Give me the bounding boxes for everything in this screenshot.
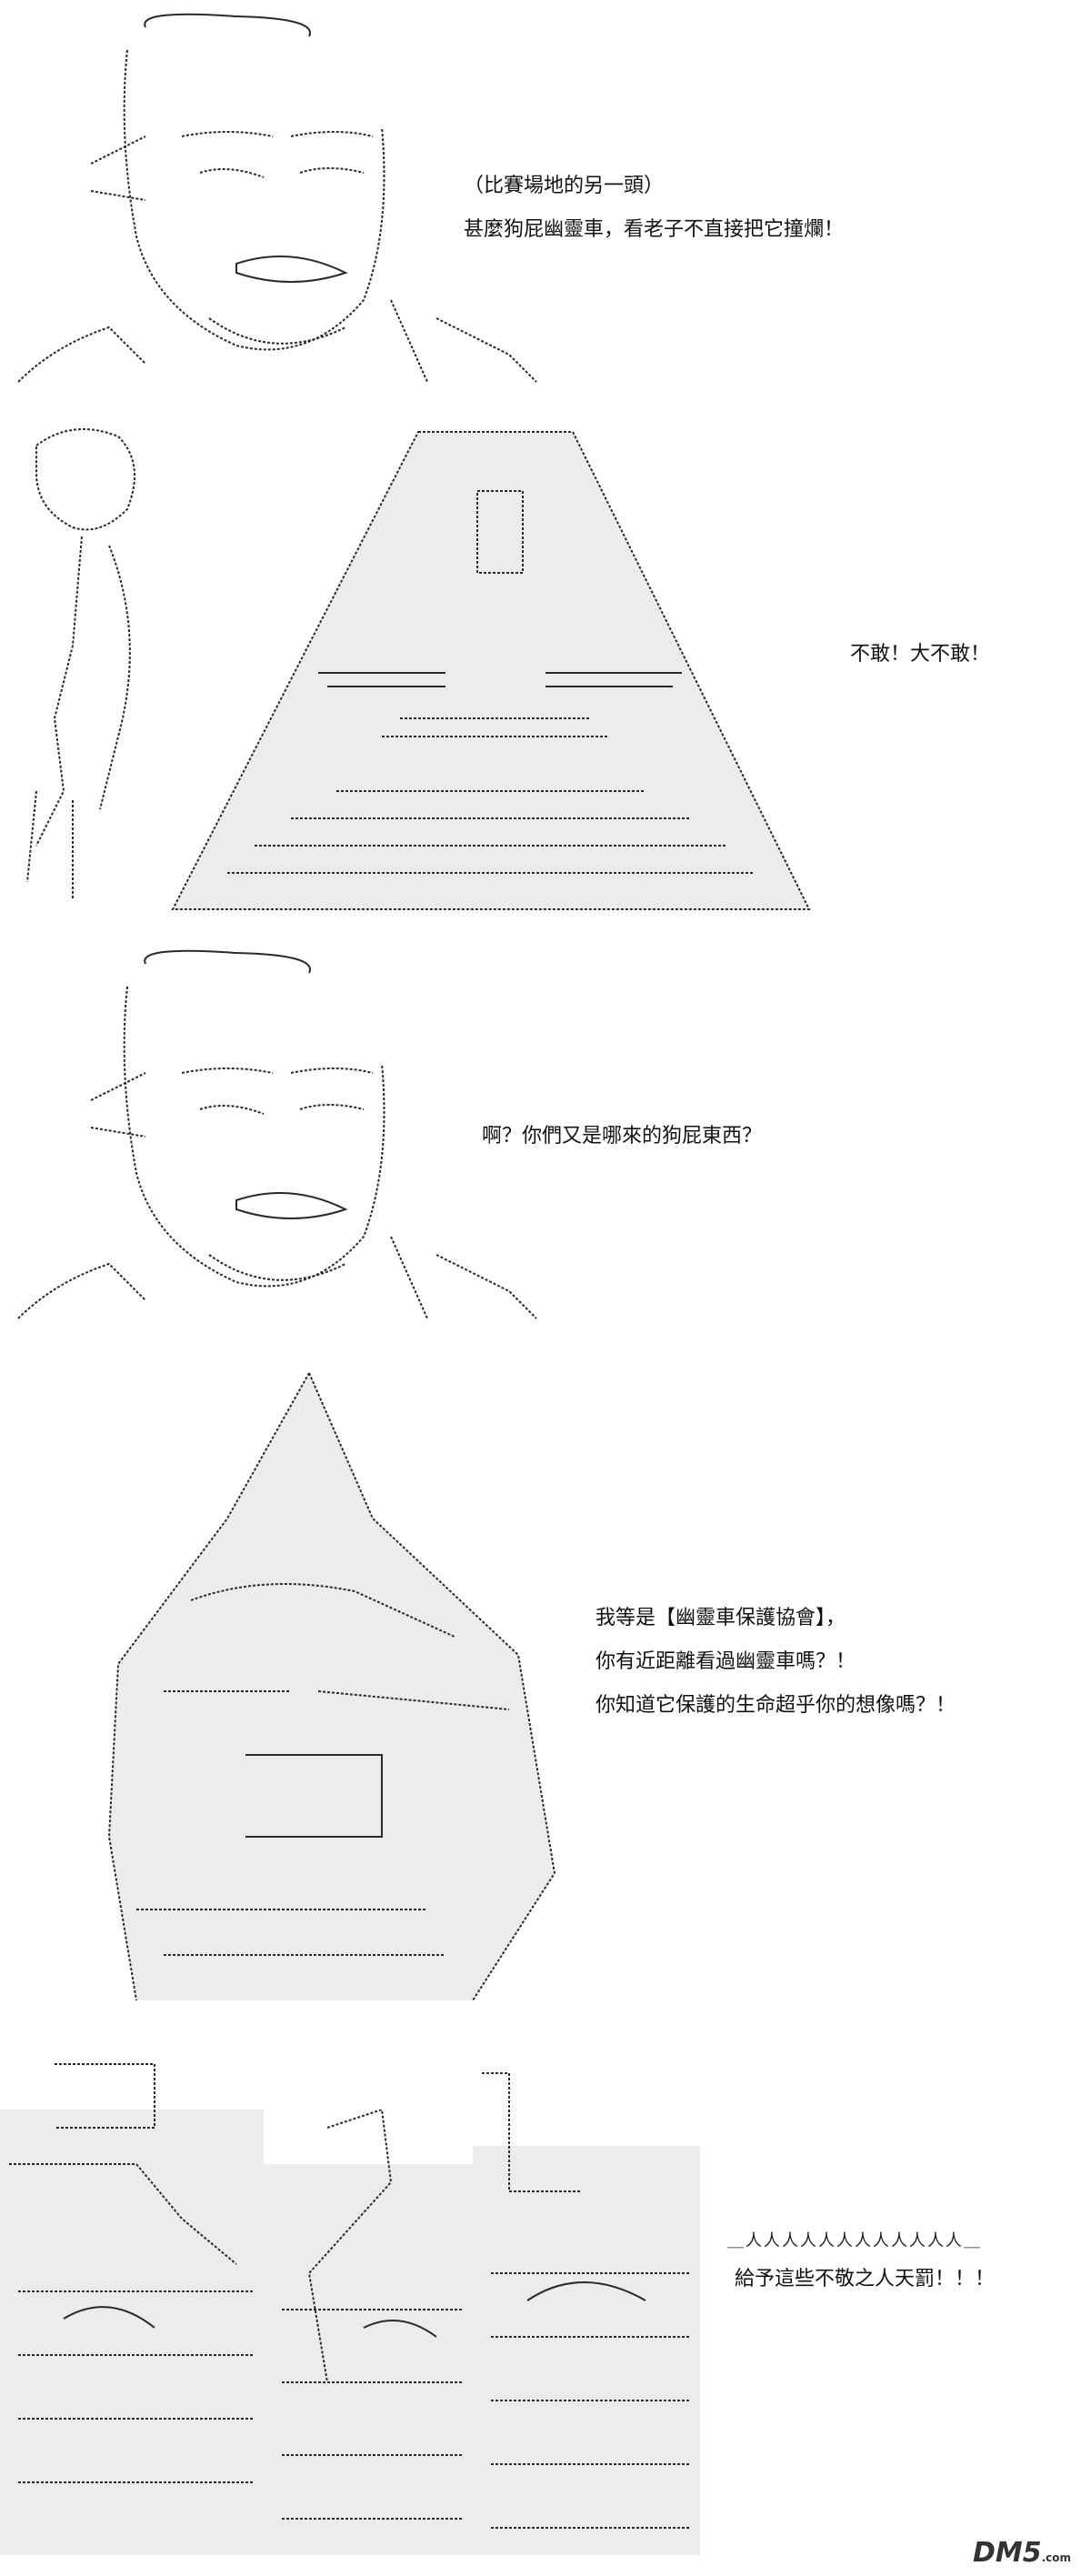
- shout-bubble-top: ＿人人人人人人人人人人人人＿: [727, 2231, 982, 2250]
- caption-line: 甚麼狗屁幽靈車，看老子不直接把它撞爛！: [464, 218, 845, 241]
- panel-5: ＿人人人人人人人人人人人人＿ 給予這些不敬之人天罰！！！ DM5.com: [0, 2037, 1091, 2576]
- site-watermark-logo: DM5.com: [973, 2537, 1071, 2569]
- caption-line: 我等是【幽靈車保護協會】，: [596, 1607, 846, 1629]
- ascii-art-bowing-figure: [26, 428, 135, 900]
- panel-4: 我等是【幽靈車保護協會】， 你有近距離看過幽靈車嗎？！ 你知道它保護的生命超乎你…: [0, 1346, 1091, 2037]
- panel-1: （比賽場地的另一頭） 甚麼狗屁幽靈車，看老子不直接把它撞爛！: [0, 0, 1091, 409]
- ascii-art-man-sneering: [17, 949, 537, 1319]
- watermark-text: DM5: [972, 2537, 1042, 2569]
- caption-line: （比賽場地的另一頭）: [464, 175, 665, 197]
- ascii-art-hooded-figure: [107, 1372, 556, 2001]
- panel-2: 不敢！大不敢！: [0, 409, 1091, 937]
- caption-line: 啊？你們又是哪來的狗屁東西？: [482, 1125, 763, 1148]
- caption-line: 你有近距離看過幽靈車嗎？！: [596, 1650, 856, 1673]
- ascii-art-crowd-center: [264, 2110, 482, 2555]
- ascii-art-man-shouting: [17, 13, 537, 383]
- caption-2: 不敢！大不敢！: [850, 641, 990, 685]
- shout-bubble-text: 給予這些不敬之人天罰！！！: [735, 2268, 996, 2290]
- ascii-art-pyramid-figure: [171, 431, 811, 910]
- watermark-suffix: .com: [1041, 2551, 1071, 2564]
- caption-3: 啊？你們又是哪來的狗屁東西？: [482, 1123, 762, 1167]
- caption-line: 你知道它保護的生命超乎你的想像嗎？！: [596, 1694, 956, 1717]
- panel-3: 啊？你們又是哪來的狗屁東西？: [0, 937, 1091, 1346]
- caption-line: 不敢！大不敢！: [850, 643, 991, 666]
- ascii-art-crowd-left: [0, 2063, 264, 2555]
- caption-1: （比賽場地的另一頭） 甚麼狗屁幽靈車，看老子不直接把它撞爛！: [464, 173, 844, 260]
- ascii-art-crowd-right: [473, 2072, 700, 2555]
- caption-4: 我等是【幽靈車保護協會】， 你有近距離看過幽靈車嗎？！ 你知道它保護的生命超乎你…: [596, 1605, 956, 1736]
